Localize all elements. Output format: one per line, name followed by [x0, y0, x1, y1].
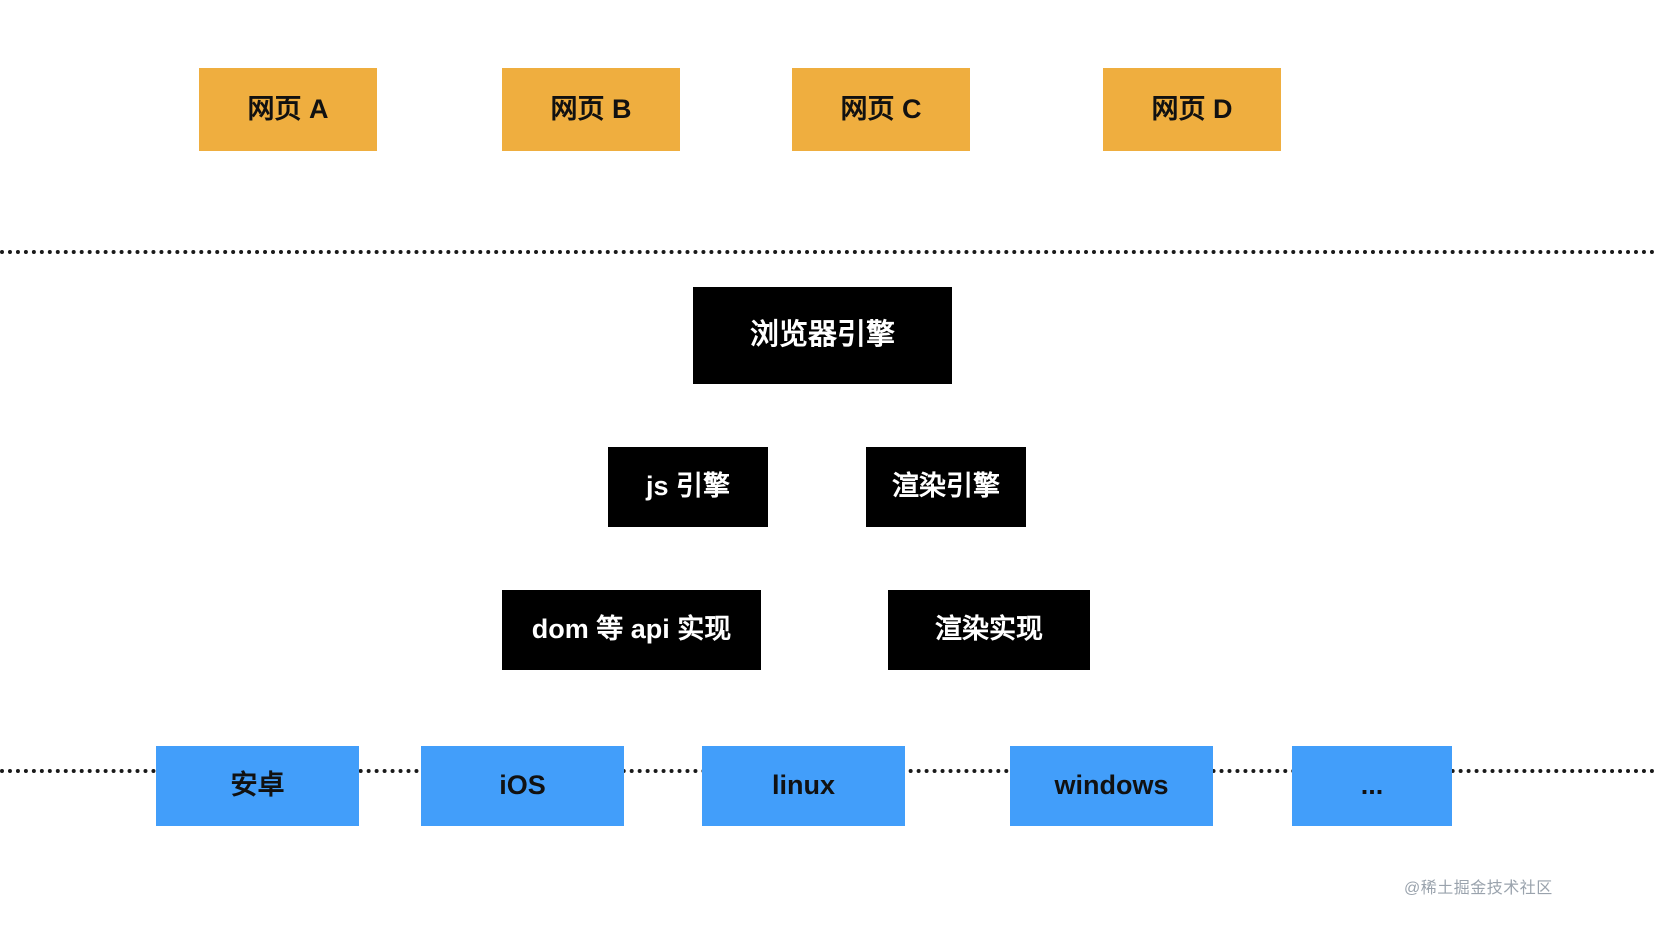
os-label-linux: linux: [771, 770, 835, 801]
dom-api-impl-label: dom 等 api 实现: [531, 614, 732, 645]
os-box-android: 安卓: [156, 746, 359, 826]
render-impl-box: 渲染实现: [888, 590, 1090, 670]
web-page-box-c: 网页 C: [792, 68, 970, 151]
web-page-box-b: 网页 B: [502, 68, 680, 151]
web-page-label-a: 网页 A: [247, 93, 329, 124]
dom-api-impl-box: dom 等 api 实现: [502, 590, 761, 670]
os-label-ios: iOS: [499, 770, 546, 801]
render-impl-label: 渲染实现: [935, 614, 1043, 645]
browser-engine-box: 浏览器引擎: [693, 287, 952, 384]
os-box-windows: windows: [1010, 746, 1213, 826]
web-page-box-d: 网页 D: [1103, 68, 1281, 151]
web-page-label-c: 网页 C: [840, 93, 922, 124]
os-label-more: ...: [1360, 770, 1384, 801]
web-page-box-a: 网页 A: [199, 68, 377, 151]
os-box-more: ...: [1292, 746, 1452, 826]
os-label-windows: windows: [1054, 770, 1169, 801]
os-label-android: 安卓: [230, 770, 285, 801]
divider-pages-engine: [0, 250, 1656, 254]
js-engine-label: js 引擎: [645, 471, 731, 502]
watermark: @稀土掘金技术社区: [1404, 880, 1553, 897]
render-engine-box: 渲染引擎: [866, 447, 1026, 527]
js-engine-box: js 引擎: [608, 447, 768, 527]
render-engine-label: 渲染引擎: [892, 471, 1000, 502]
web-page-label-b: 网页 B: [550, 93, 632, 124]
os-box-linux: linux: [702, 746, 905, 826]
browser-engine-label: 浏览器引擎: [749, 318, 895, 351]
web-page-label-d: 网页 D: [1151, 93, 1233, 124]
os-box-ios: iOS: [421, 746, 624, 826]
